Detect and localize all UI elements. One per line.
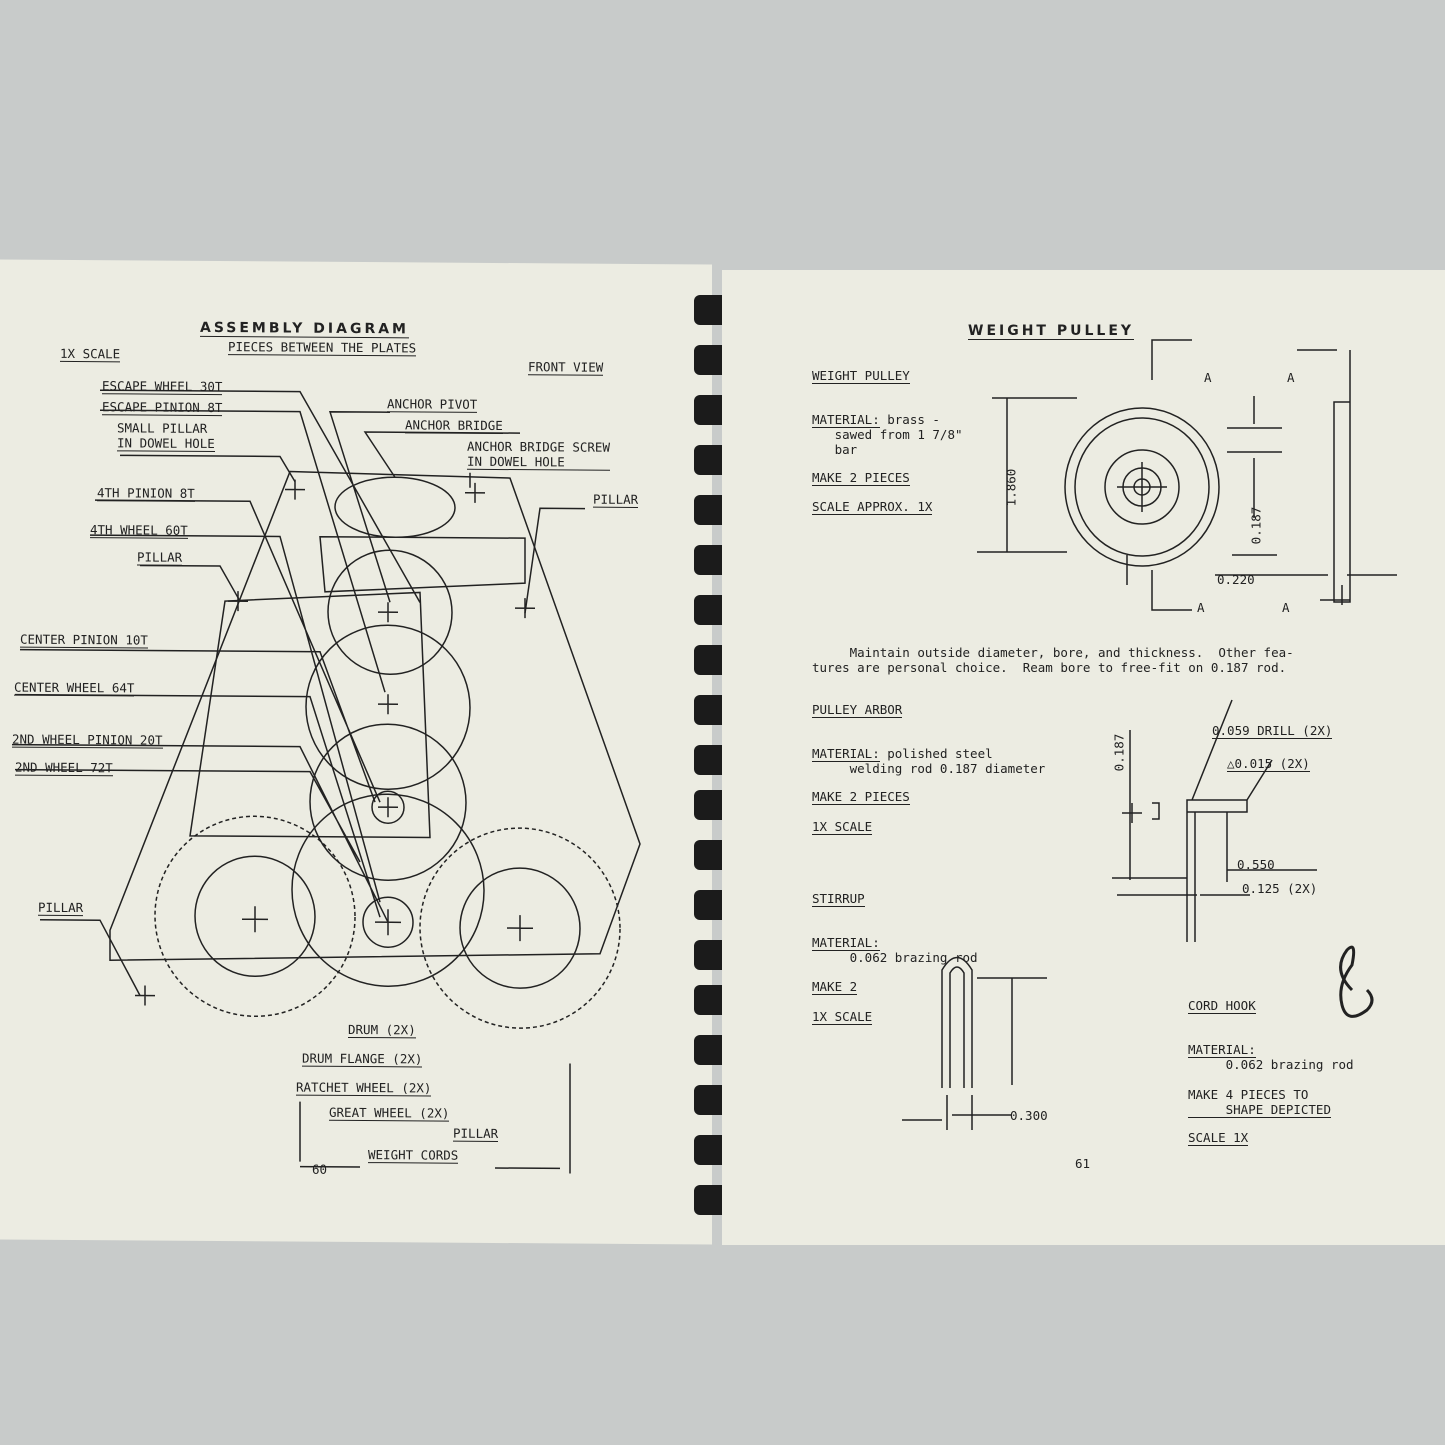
section-a: A xyxy=(1204,370,1212,385)
label-anchor-bridge-screw: ANCHOR BRIDGE SCREW IN DOWEL HOLE xyxy=(467,438,610,471)
dim-drill: 0.059 DRILL (2X) xyxy=(1212,723,1333,739)
pulley-note: Maintain outside diameter, bore, and thi… xyxy=(812,645,1294,675)
stirrup-scale: 1X SCALE xyxy=(812,1009,873,1025)
assembly-diagram-drawing xyxy=(12,389,641,1174)
label-drum-flange: DRUM FLANGE (2X) xyxy=(302,1050,423,1068)
label-anchor-bridge: ANCHOR BRIDGE xyxy=(405,417,503,435)
page-number: 61 xyxy=(1075,1156,1091,1171)
label-pillar: PILLAR xyxy=(593,491,639,508)
label-2nd-wheel: 2ND WHEEL 72T xyxy=(15,759,113,777)
label-center-pinion: CENTER PINION 10T xyxy=(20,631,148,649)
dim-rod-diameter: 0.187 xyxy=(1111,733,1127,772)
material-label: MATERIAL: xyxy=(812,746,880,762)
arbor-scale: 1X SCALE xyxy=(812,819,873,835)
pulley-material: MATERIAL: brass - sawed from 1 7/8" bar xyxy=(812,412,963,457)
dim-length: 0.550 xyxy=(1237,857,1275,872)
left-page: ASSEMBLY DIAGRAM PIECES BETWEEN THE PLAT… xyxy=(0,259,712,1245)
dim-stirrup-width: 0.300 xyxy=(1010,1108,1048,1123)
scale-label: 1X SCALE xyxy=(60,345,121,363)
label-pillar: PILLAR xyxy=(137,549,183,566)
weight-pulley-drawing xyxy=(902,339,1397,1130)
pulley-make: MAKE 2 PIECES xyxy=(812,470,910,486)
label-small-pillar: SMALL PILLAR IN DOWEL HOLE xyxy=(117,420,215,453)
label-drum: DRUM (2X) xyxy=(348,1021,416,1039)
hook-make: MAKE 4 PIECES TO SHAPE DEPICTED xyxy=(1188,1087,1331,1118)
label-escape-pinion: ESCAPE PINION 8T xyxy=(102,399,223,417)
label-anchor-pivot: ANCHOR PIVOT xyxy=(387,396,478,413)
view-label: FRONT VIEW xyxy=(528,359,604,376)
page-title: WEIGHT PULLEY xyxy=(968,323,1135,340)
label-weight-cords: WEIGHT CORDS xyxy=(368,1147,459,1164)
page-number: 60 xyxy=(312,1161,328,1177)
dim-chamfer: △0.015 (2X) xyxy=(1227,756,1310,772)
label-center-wheel: CENTER WHEEL 64T xyxy=(14,679,135,697)
label-pillar: PILLAR xyxy=(453,1125,499,1142)
dim-diameter: 1.860 xyxy=(1003,468,1019,507)
material-value: brass - sawed from 1 7/8" bar xyxy=(834,412,963,457)
section-a: A xyxy=(1197,600,1205,615)
label-pillar: PILLAR xyxy=(38,899,84,917)
label-great-wheel: GREAT WHEEL (2X) xyxy=(329,1104,450,1122)
label-ratchet-wheel: RATCHET WHEEL (2X) xyxy=(296,1079,432,1097)
stirrup-material: MATERIAL: 0.062 brazing rod xyxy=(812,935,978,965)
pulley-heading: WEIGHT PULLEY xyxy=(812,368,910,384)
dim-bore: 0.187 xyxy=(1248,506,1264,545)
stirrup-heading: STIRRUP xyxy=(812,891,865,907)
right-page: WEIGHT PULLEY WEIGHT PULLEY MATERIAL: br… xyxy=(722,270,1445,1245)
label-escape-wheel: ESCAPE WHEEL 30T xyxy=(102,378,223,396)
arbor-make: MAKE 2 PIECES xyxy=(812,789,910,805)
label-2nd-wheel-pinion: 2ND WHEEL PINION 20T xyxy=(12,731,163,749)
stirrup-make: MAKE 2 xyxy=(812,979,858,995)
pulley-scale: SCALE APPROX. 1X xyxy=(812,499,933,515)
label-4th-pinion: 4TH PINION 8T xyxy=(97,485,195,502)
hook-scale: SCALE 1X xyxy=(1188,1130,1249,1146)
dim-thickness: 0.220 xyxy=(1217,572,1255,587)
material-label: MATERIAL: xyxy=(812,412,880,428)
hook-material: MATERIAL: 0.062 brazing rod xyxy=(1188,1042,1354,1072)
material-value: 0.062 brazing rod xyxy=(812,950,978,965)
diagram-subtitle: PIECES BETWEEN THE PLATES xyxy=(228,339,417,357)
diagram-title: ASSEMBLY DIAGRAM xyxy=(200,319,409,339)
arbor-material: MATERIAL: polished steel welding rod 0.1… xyxy=(812,746,1045,776)
material-label: MATERIAL: xyxy=(1188,1042,1256,1058)
label-4th-wheel: 4TH WHEEL 60T xyxy=(90,522,188,539)
section-a: A xyxy=(1282,600,1290,615)
dim-hole-offset: 0.125 (2X) xyxy=(1242,881,1318,896)
material-label: MATERIAL: xyxy=(812,935,880,951)
section-a: A xyxy=(1287,370,1295,385)
hook-heading: CORD HOOK xyxy=(1188,998,1256,1014)
material-value: 0.062 brazing rod xyxy=(1188,1057,1354,1072)
material-value: polished steel welding rod 0.187 diamete… xyxy=(849,746,1046,776)
arbor-heading: PULLEY ARBOR xyxy=(812,702,903,718)
